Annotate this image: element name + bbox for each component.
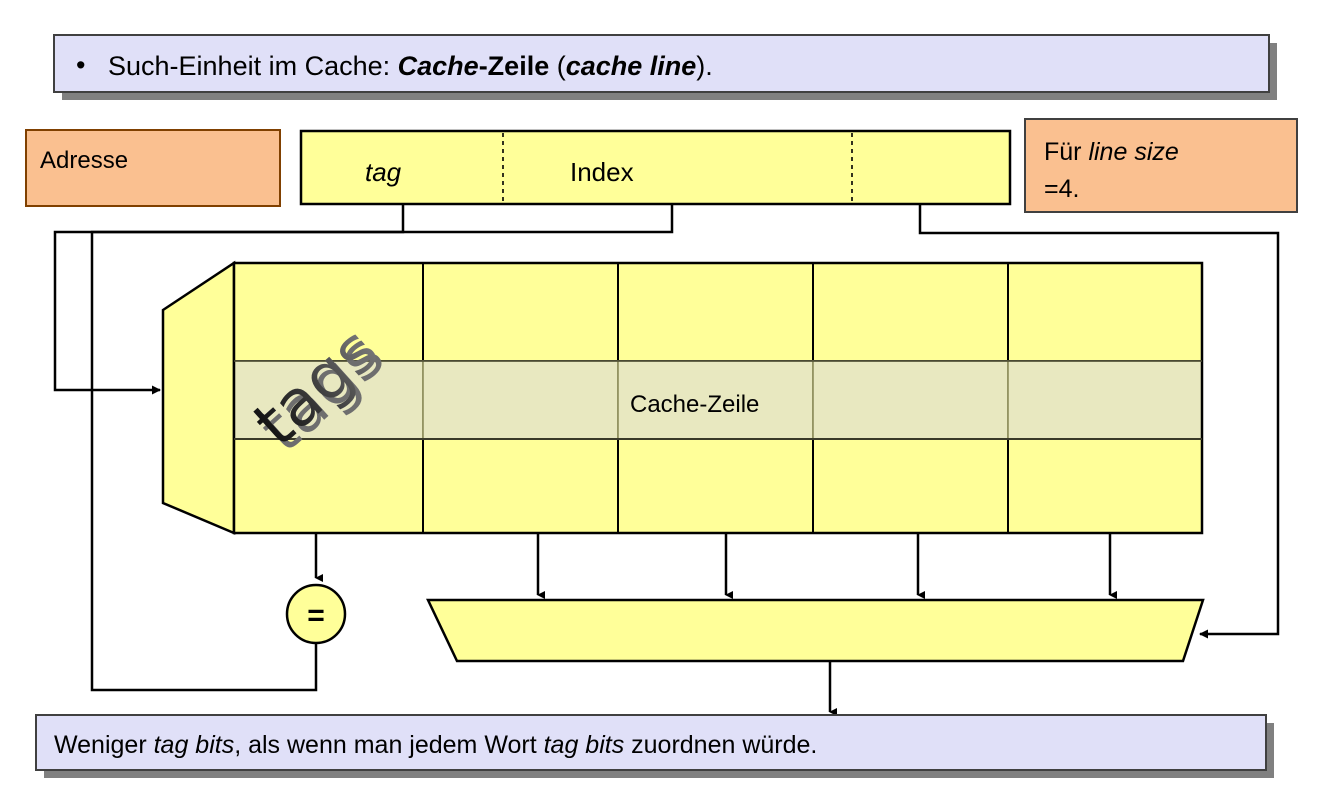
cache-cell-r2-c2 xyxy=(617,438,814,534)
footer-text: Weniger tag bits, als wenn man jedem Wor… xyxy=(54,731,817,759)
footer-seg-2: , als wenn man jedem Wort xyxy=(234,731,543,759)
cache-array-outline xyxy=(232,261,1204,535)
comparator-circle xyxy=(285,583,347,645)
address-label-text: Adresse xyxy=(40,147,128,174)
cache-cell-r2-c0 xyxy=(233,438,424,534)
offset-connector xyxy=(918,205,1280,639)
comparator-symbol: = xyxy=(307,599,325,632)
cache-cell-r1-c1 xyxy=(422,360,619,440)
cache-cell-r1-c3 xyxy=(812,360,1009,440)
bullet-seg-3: ( xyxy=(549,51,566,81)
footer-box xyxy=(35,714,1267,771)
note-line-1: Für line size xyxy=(1044,138,1179,166)
bullet-box xyxy=(53,34,1270,93)
multiplexer-block xyxy=(426,598,1205,663)
cache-cell-r2-c4 xyxy=(1007,438,1203,534)
note-line-1-italic: line size xyxy=(1088,138,1178,166)
note-box xyxy=(1024,118,1298,213)
footer-seg-3: tag bits xyxy=(544,731,625,759)
address-bar xyxy=(299,129,1012,206)
footer-seg-0: Weniger xyxy=(54,731,154,759)
cache-cell-r0-c2 xyxy=(617,262,814,362)
bullet-seg-2: -Zeile xyxy=(479,51,550,81)
cache-cell-r0-c4 xyxy=(1007,262,1203,362)
index-connector xyxy=(53,205,674,395)
bullet-seg-4: cache line xyxy=(566,51,697,81)
footer-seg-1: tag bits xyxy=(154,731,235,759)
decoder-block xyxy=(161,260,236,535)
bullet-seg-0: Such-Einheit im Cache: xyxy=(108,51,398,81)
address-field-index-label: Index xyxy=(570,157,634,187)
address-label-box xyxy=(25,129,281,207)
cache-cell-r0-c3 xyxy=(812,262,1009,362)
cache-line-label: Cache-Zeile xyxy=(630,391,759,418)
bullet-glyph: • xyxy=(76,50,85,80)
address-field-tag-label: tag xyxy=(365,157,402,187)
bullet-seg-1: Cache xyxy=(398,51,479,81)
note-line-1-prefix: Für xyxy=(1044,138,1088,166)
cache-cell-r0-c1 xyxy=(422,262,619,362)
cache-cell-r2-c3 xyxy=(812,438,1009,534)
cache-cell-r2-c1 xyxy=(422,438,619,534)
bullet-text: Such-Einheit im Cache: Cache-Zeile (cach… xyxy=(108,51,713,81)
footer-seg-4: zuordnen würde. xyxy=(624,731,817,759)
bullet-seg-5: ). xyxy=(696,51,713,81)
cache-cell-r1-c4 xyxy=(1007,360,1203,440)
note-line-2: =4. xyxy=(1044,175,1079,203)
tag-connector-to-comparator xyxy=(90,395,321,692)
